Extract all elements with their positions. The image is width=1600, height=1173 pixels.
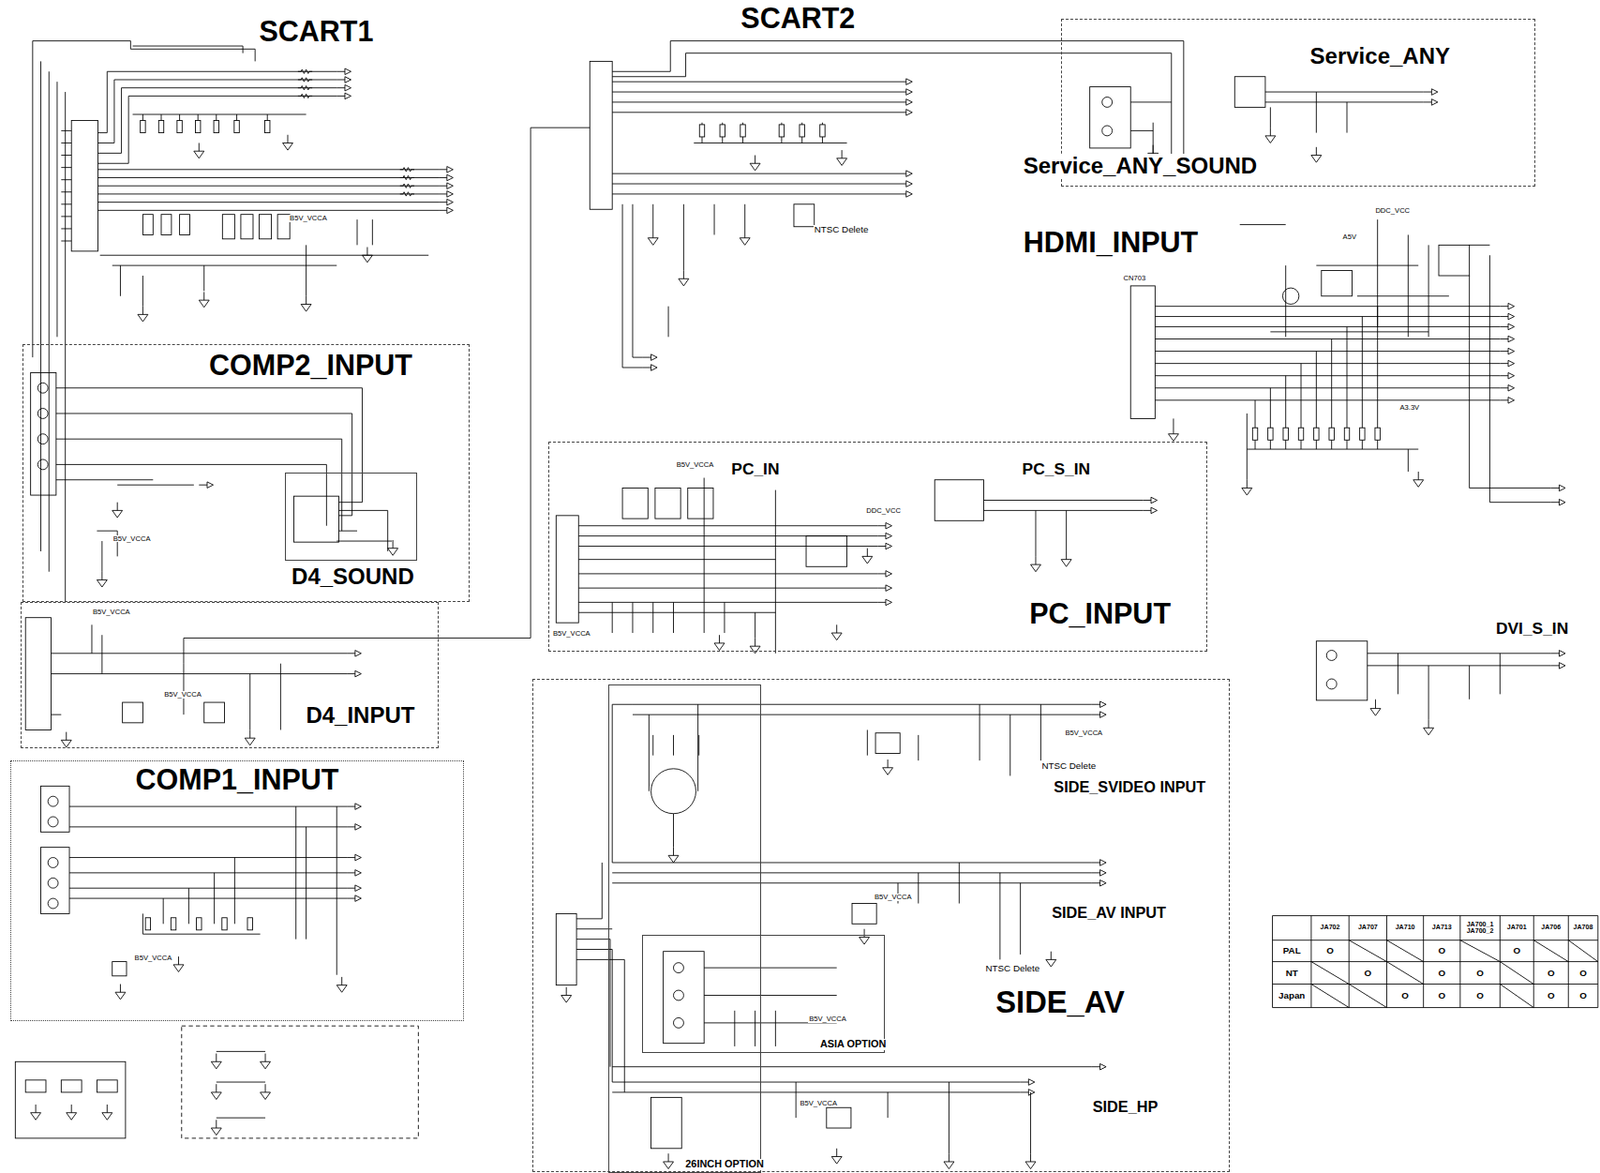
section-title: D4_SOUND bbox=[289, 564, 417, 588]
section-title: SIDE_AV bbox=[993, 986, 1126, 1018]
signal-label: B5V_VCCA bbox=[675, 461, 716, 469]
signal-label: B5V_VCCA bbox=[112, 535, 152, 543]
signal-label: B5V_VCCA bbox=[873, 893, 913, 901]
table-cell: JA713 bbox=[1424, 916, 1460, 940]
d4-sound-block: D4_SOUND bbox=[284, 472, 419, 561]
table-cell: O bbox=[1569, 962, 1597, 984]
section-title: SCART1 bbox=[257, 15, 374, 46]
signal-label: CN703 bbox=[1122, 274, 1148, 283]
table-cell: O bbox=[1534, 985, 1568, 1007]
table-cell: NT bbox=[1273, 962, 1311, 984]
table-cell: JA700_1 JA700_2 bbox=[1461, 916, 1499, 940]
table-cell: O bbox=[1312, 941, 1348, 961]
signal-label: B5V_VCCA bbox=[91, 608, 132, 616]
table-cell: JA701 bbox=[1500, 916, 1533, 940]
signal-label: DDC_VCC bbox=[1374, 207, 1411, 215]
signal-label: A3.3V bbox=[1399, 403, 1421, 412]
signal-label: DDC_VCC bbox=[865, 507, 902, 515]
pc-input-block: PC_IN PC_S_IN PC_INPUT bbox=[548, 441, 1208, 651]
table-cell: JA706 bbox=[1534, 916, 1568, 940]
table-cell: O bbox=[1500, 941, 1533, 961]
d4-input-block: D4_INPUT bbox=[20, 601, 439, 748]
section-title: COMP2_INPUT bbox=[207, 349, 415, 380]
table-cell: JA710 bbox=[1388, 916, 1423, 940]
option-box: ASIA OPTION bbox=[642, 934, 885, 1053]
section-title: COMP1_INPUT bbox=[133, 763, 341, 794]
section-title: DVI_S_IN bbox=[1495, 619, 1570, 637]
comp2-input-block: COMP2_INPUT D4_SOUND bbox=[22, 343, 470, 602]
section-title: PC_IN bbox=[729, 460, 781, 478]
section-title: PC_S_IN bbox=[1020, 460, 1093, 478]
signal-label: B5V_VCCA bbox=[1064, 729, 1105, 737]
section-title: HDMI_INPUT bbox=[1022, 226, 1199, 257]
table-cell: O bbox=[1534, 962, 1568, 984]
table-cell: PAL bbox=[1273, 941, 1311, 961]
table-cell: JA702 bbox=[1312, 916, 1348, 940]
signal-label: NTSC Delete bbox=[985, 963, 1042, 973]
section-title: SIDE_HP bbox=[1091, 1098, 1161, 1115]
side-av-block: SIDE_SVIDEO INPUT SIDE_AV INPUT SIDE_AV SID… bbox=[532, 678, 1230, 1172]
section-title: SCART2 bbox=[739, 2, 856, 33]
section-title: ASIA OPTION bbox=[818, 1038, 888, 1049]
table-cell: O bbox=[1388, 985, 1423, 1007]
table-cell: O bbox=[1569, 985, 1597, 1007]
signal-label: A5V bbox=[1342, 233, 1358, 241]
signal-label: B5V_VCCA bbox=[552, 629, 592, 638]
table-cell: O bbox=[1424, 941, 1460, 961]
section-title: Service_ANY_SOUND bbox=[1021, 153, 1259, 178]
table-cell: Japan bbox=[1273, 985, 1311, 1007]
table-cell: JA707 bbox=[1349, 916, 1386, 940]
signal-label: B5V_VCCA bbox=[163, 690, 203, 699]
option-box: 26INCH OPTION bbox=[608, 684, 762, 1172]
signal-label: NTSC Delete bbox=[813, 224, 870, 235]
table-cell: JA708 bbox=[1569, 916, 1597, 940]
section-title: PC_INPUT bbox=[1027, 598, 1173, 629]
section-title: Service_ANY bbox=[1308, 44, 1452, 68]
signal-label: NTSC Delete bbox=[1040, 761, 1097, 771]
service-block: Service_ANYService_ANY_SOUND bbox=[1061, 18, 1536, 188]
signal-label: B5V_VCCA bbox=[798, 1099, 838, 1107]
section-title: D4_INPUT bbox=[303, 702, 417, 727]
table-cell: O bbox=[1461, 985, 1499, 1007]
table-cell: O bbox=[1424, 962, 1460, 984]
comp1-input-block: COMP1_INPUT bbox=[10, 760, 464, 1021]
section-title: 26INCH OPTION bbox=[683, 1158, 766, 1169]
table-cell: O bbox=[1349, 962, 1386, 984]
signal-label: B5V_VCCA bbox=[134, 954, 174, 962]
section-title: SIDE_AV INPUT bbox=[1049, 904, 1168, 921]
section-title: SIDE_SVIDEO INPUT bbox=[1051, 778, 1208, 795]
table-cell: O bbox=[1461, 962, 1499, 984]
signal-label: B5V_VCCA bbox=[288, 214, 329, 223]
table-cell: O bbox=[1424, 985, 1460, 1007]
signal-label: B5V_VCCA bbox=[807, 1015, 848, 1023]
